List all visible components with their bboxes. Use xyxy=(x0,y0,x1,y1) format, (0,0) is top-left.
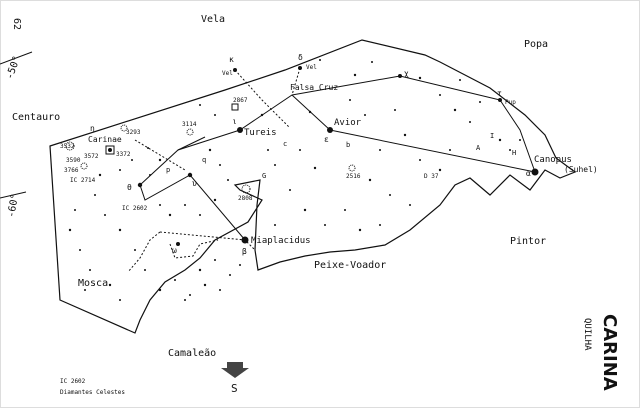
mosca-label: Mosca xyxy=(78,278,108,289)
epsilon-label: ε xyxy=(324,135,329,144)
label-i: I xyxy=(490,132,494,140)
dashed-boundary-4 xyxy=(134,139,186,171)
ngc2867-label: 2867 xyxy=(233,97,248,104)
tau-label: τ xyxy=(497,89,502,98)
chi-star xyxy=(398,74,402,78)
south-compass: S xyxy=(221,362,249,395)
legend-diamantes-label: Diamantes Celestes xyxy=(60,389,125,396)
delta-label: δ xyxy=(298,53,303,62)
beta-label: β xyxy=(242,247,247,256)
centauro-label: Centauro xyxy=(12,112,60,123)
avior-label: Avior xyxy=(334,118,362,128)
label-q: q xyxy=(202,156,206,164)
ngc3532-label: 3532 xyxy=(60,143,75,150)
tau-star xyxy=(498,98,502,102)
south-label: S xyxy=(231,382,238,395)
ngc2808-label: 2808 xyxy=(238,195,253,202)
legend: IC 2602 Diamantes Celestes xyxy=(60,378,125,396)
pintor-label: Pintor xyxy=(510,236,546,247)
ngc3114-marker xyxy=(186,128,194,136)
label-c: c xyxy=(283,140,287,148)
ic2714-label: IC 2714 xyxy=(70,177,96,184)
legend-ic-label: IC 2602 xyxy=(60,378,86,385)
ngc3372-marker xyxy=(105,145,115,155)
ngc3532-marker xyxy=(65,141,75,151)
label-g: G xyxy=(262,172,266,180)
upsilon-star xyxy=(187,172,193,178)
omega-label: ω xyxy=(172,246,177,255)
deep-sky-objects: 2516 2808 3114 2867 IC 2602 IC 2714 3532… xyxy=(60,97,439,212)
popa-label: Popa xyxy=(524,39,548,50)
canopus-label: Canopus xyxy=(534,155,572,165)
alpha-label: α xyxy=(526,169,531,178)
camaleao-label: Camaleão xyxy=(168,348,216,359)
tureis-label: Tureis xyxy=(244,128,277,138)
constellation-subtitle: QUILHA xyxy=(582,318,592,351)
label-p: p xyxy=(166,166,170,174)
ngc3114-label: 3114 xyxy=(182,121,197,128)
chi-label: χ xyxy=(404,69,409,78)
ngc2808-marker xyxy=(241,184,251,194)
kappa-label: κ xyxy=(229,55,234,64)
vel-k-tag: Vel xyxy=(222,70,233,77)
theta-star xyxy=(137,182,143,188)
peixe-voador-label: Peixe-Voador xyxy=(314,260,386,271)
ngc3293-marker xyxy=(120,124,128,132)
falsa-cruz-label: Falsa Cruz xyxy=(290,83,338,92)
tureis-star xyxy=(237,127,243,133)
eta-label: η xyxy=(90,124,95,133)
miaplacidus-star xyxy=(241,236,249,244)
ngc2516-marker xyxy=(348,164,356,172)
ngc3766-label: 3766 xyxy=(64,167,79,174)
constellation-title: CARINA xyxy=(599,314,620,391)
south-arrow-icon xyxy=(221,362,249,378)
label-h: H xyxy=(512,149,516,157)
constellation-boundary xyxy=(49,39,577,334)
false-cross-dotted-2 xyxy=(291,67,301,96)
ngc3590-label: 3590 xyxy=(66,157,81,164)
delta-vel-star xyxy=(298,66,302,70)
label-b: b xyxy=(346,141,350,149)
canopus-star xyxy=(531,168,539,176)
ngc2516-label: 2516 xyxy=(346,173,361,180)
ngc3572-label: 3572 xyxy=(84,153,99,160)
page-number: 62 xyxy=(11,18,22,30)
eta-star xyxy=(108,148,112,152)
asterism-lines xyxy=(139,75,536,241)
upsilon-label: υ xyxy=(192,179,197,188)
kappa-vel-star xyxy=(233,68,237,72)
carinae-label: Carinae xyxy=(88,135,122,144)
ngc2867-marker xyxy=(231,103,239,111)
pup-tag: Pup xyxy=(505,99,516,106)
ic2602-label: IC 2602 xyxy=(122,205,148,212)
vel-d-tag: Vel xyxy=(306,64,317,71)
ngc3372-label: 3372 xyxy=(116,151,131,158)
theta-label: θ xyxy=(127,183,132,192)
vela-label: Vela xyxy=(201,14,225,25)
letter-labels: c I H A G q p b xyxy=(166,132,516,180)
false-cross-dotted xyxy=(234,69,291,129)
suhel-label: (Suhel) xyxy=(564,165,598,174)
omega-star xyxy=(176,242,180,246)
d37-label: D 37 xyxy=(424,173,439,180)
iota-label: ι xyxy=(232,117,237,126)
declination-60-label: -60° xyxy=(6,193,21,219)
label-a: A xyxy=(476,144,481,152)
faint-stars xyxy=(68,59,521,301)
neighbor-labels: Vela Popa Centauro Pintor Mosca Camaleão… xyxy=(12,14,548,359)
dashed-boundary-3 xyxy=(169,239,219,259)
bright-stars: Canopus (Suhel) α Avior ε Tureis ι Miapl… xyxy=(90,53,598,256)
ngc3293-label: 3293 xyxy=(126,129,141,136)
miaplacidus-label: Miaplacidus xyxy=(251,236,311,246)
ngc3766-marker xyxy=(80,162,88,170)
avior-star xyxy=(327,127,333,133)
